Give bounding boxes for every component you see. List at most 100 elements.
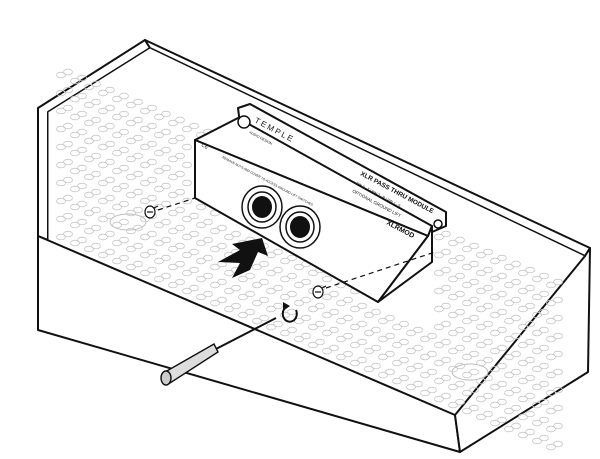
tray-hole <box>77 146 87 154</box>
tray-hole <box>84 191 94 199</box>
tray-hole <box>70 167 80 175</box>
tray-hole <box>476 323 486 331</box>
tray-hole <box>455 272 465 280</box>
tray-hole <box>224 269 234 277</box>
tray-hole <box>273 302 283 310</box>
tray-hole <box>70 77 80 85</box>
tray-hole <box>182 161 192 169</box>
jack-2[interactable] <box>279 205 321 249</box>
tray-hole <box>70 203 80 211</box>
tray-hole <box>105 140 115 148</box>
tray-hole <box>140 179 150 187</box>
tray-hole <box>532 293 542 301</box>
tray-hole <box>378 353 388 361</box>
tray-hole <box>434 341 444 349</box>
tray-hole <box>147 176 157 184</box>
tray-hole <box>140 143 150 151</box>
tray-hole <box>133 224 143 232</box>
tray-hole <box>385 350 395 358</box>
tray-hole <box>371 344 381 352</box>
tray-hole <box>378 317 388 325</box>
tray-hole <box>273 320 283 328</box>
tray-hole <box>280 293 290 301</box>
tray-hole <box>399 374 409 382</box>
tray-hole <box>469 368 479 376</box>
tray-hole <box>511 296 521 304</box>
tray-hole <box>119 236 129 244</box>
tray-hole <box>518 359 528 367</box>
tray-hole <box>175 224 185 232</box>
tray-hole <box>469 260 479 268</box>
tray-hole <box>539 344 549 352</box>
tray-hole <box>133 206 143 214</box>
jack-1[interactable] <box>241 185 283 229</box>
tray-hole <box>126 209 136 217</box>
tray-hole <box>91 98 101 106</box>
tray-hole <box>448 347 458 355</box>
tray-hole <box>434 269 444 277</box>
tray-hole <box>462 407 472 415</box>
tray-hole <box>539 290 549 298</box>
tray-hole <box>119 182 129 190</box>
tray-hole <box>448 329 458 337</box>
tray-hole <box>518 287 528 295</box>
tray-hole <box>553 440 563 448</box>
tray-hole-pattern <box>56 68 563 451</box>
tray-hole <box>294 335 304 343</box>
tray-hole <box>434 377 444 385</box>
tray-hole <box>168 173 178 181</box>
tray-hole <box>70 131 80 139</box>
tray-hole <box>546 389 556 397</box>
tray-hole <box>518 341 528 349</box>
screw-left[interactable] <box>144 205 159 219</box>
tray-hole <box>483 374 493 382</box>
tray-hole <box>133 242 143 250</box>
tray-hole <box>105 194 115 202</box>
tray-hole <box>168 245 178 253</box>
tray-hole <box>217 242 227 250</box>
tray-hole <box>161 218 171 226</box>
tray-hole <box>497 308 507 316</box>
tray-hole <box>350 341 360 349</box>
tray-hole <box>63 176 73 184</box>
tray-hole <box>70 239 80 247</box>
tray-hole <box>434 323 444 331</box>
tray-hole <box>189 284 199 292</box>
tray-hole <box>490 383 500 391</box>
tray-hole <box>182 179 192 187</box>
tray-hole <box>504 281 514 289</box>
tray-hole <box>105 176 115 184</box>
tray-hole <box>378 371 388 379</box>
tray-hole <box>462 263 472 271</box>
screw-right[interactable] <box>312 285 327 299</box>
tray-hole <box>140 215 150 223</box>
direction-arrow <box>218 238 268 278</box>
tray-hole <box>203 272 213 280</box>
tray-hole <box>511 350 521 358</box>
tray-hole <box>455 362 465 370</box>
tray-hole <box>532 419 542 427</box>
tray-hole <box>406 365 416 373</box>
tray-hole <box>112 203 122 211</box>
tray-hole <box>455 326 465 334</box>
tray-hole <box>357 356 367 364</box>
tray-hole <box>490 401 500 409</box>
tray-hole <box>448 365 458 373</box>
tray-hole <box>525 356 535 364</box>
tray-hole <box>161 128 171 136</box>
tray-hole <box>448 239 458 247</box>
tray-hole <box>476 413 486 421</box>
tray-hole <box>343 314 353 322</box>
tray-hole <box>147 248 157 256</box>
tray-hole <box>546 443 556 451</box>
tray-hole <box>469 350 479 358</box>
tray-hole <box>154 167 164 175</box>
tray-hole <box>56 125 66 133</box>
tray-hole <box>483 248 493 256</box>
tray-hole <box>119 128 129 136</box>
tray-hole <box>217 296 227 304</box>
tray-hole <box>434 395 444 403</box>
tray-hole <box>196 239 206 247</box>
tray-hole <box>357 320 367 328</box>
tray-hole <box>350 305 360 313</box>
